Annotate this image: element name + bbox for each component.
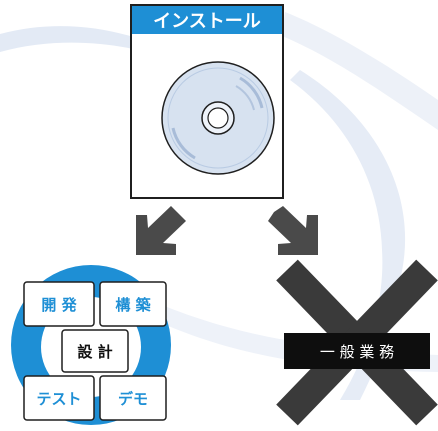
install-box-header bbox=[132, 6, 282, 34]
tile-demo-label: デモ bbox=[118, 390, 148, 408]
tile-development-label: 開 発 bbox=[41, 296, 77, 314]
arrow-to-right bbox=[268, 206, 318, 255]
install-box: インストール bbox=[130, 4, 284, 199]
general-business-group: 一 般 業 務 bbox=[276, 259, 438, 426]
tile-construction-label: 構 築 bbox=[115, 296, 151, 314]
tile-construction bbox=[99, 281, 167, 327]
general-business-label-box bbox=[284, 333, 430, 369]
swoosh-top-left bbox=[0, 26, 168, 58]
tile-design bbox=[61, 329, 129, 373]
tile-development bbox=[23, 281, 95, 327]
tile-demo bbox=[99, 375, 167, 421]
tile-test-label: テスト bbox=[36, 390, 81, 408]
cd-disc-icon bbox=[161, 61, 275, 175]
tile-design-label: 設 計 bbox=[77, 343, 112, 361]
swoosh-upper-right bbox=[282, 12, 438, 130]
install-box-title: インストール bbox=[153, 11, 261, 32]
development-group: 開 発 構 築 設 計 テスト デモ bbox=[11, 265, 171, 425]
general-business-label: 一 般 業 務 bbox=[320, 343, 394, 361]
tile-test bbox=[23, 375, 95, 421]
arrow-to-left bbox=[136, 206, 186, 255]
arrow-down-right-icon bbox=[268, 206, 318, 255]
arrow-down-left-icon bbox=[136, 206, 186, 255]
